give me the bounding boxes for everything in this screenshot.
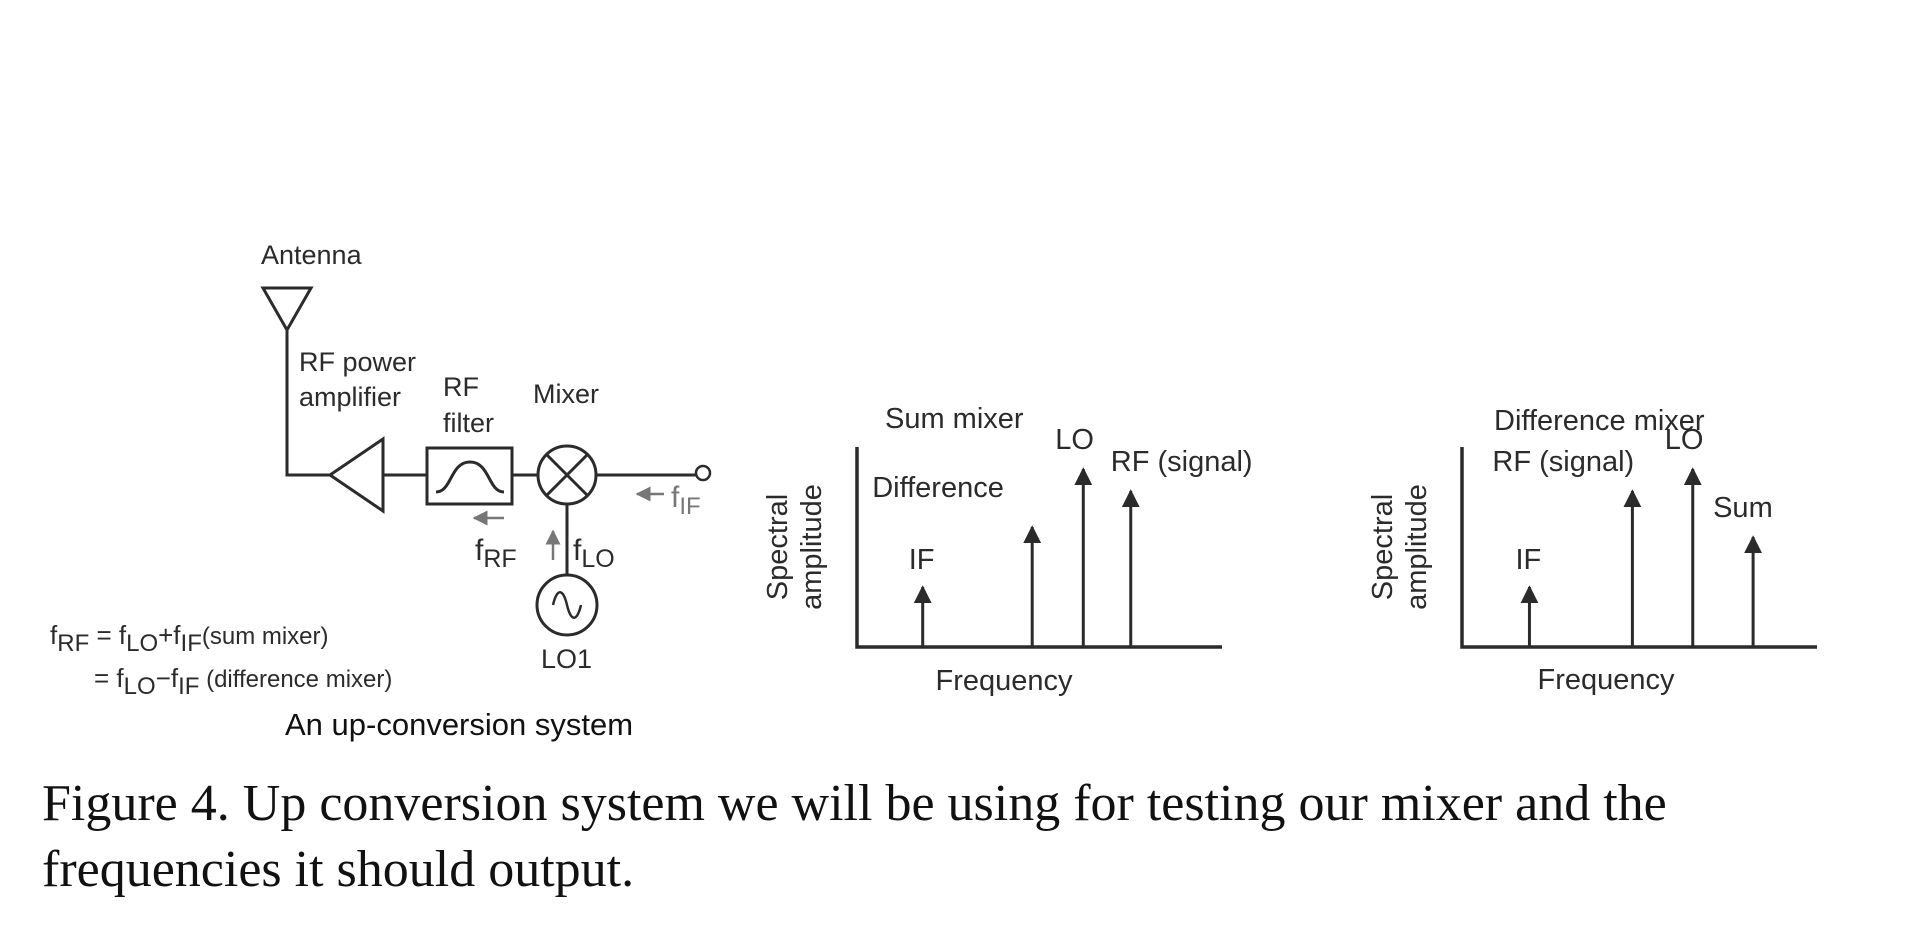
amplifier-label-line2: amplifier [299, 382, 401, 412]
difference-y-axis-label-1: Spectral [1367, 494, 1399, 600]
f-lo-label: fLO [573, 534, 615, 573]
difference-rf-signal-line-label: RF (signal) [1492, 446, 1634, 478]
system-title: An up-conversion system [285, 707, 633, 742]
formula-line-1: fRF = fLO+fIF(sum mixer) [50, 620, 329, 657]
lo1-label: LO1 [541, 644, 592, 674]
difference-x-axis-label: Frequency [1537, 664, 1675, 696]
if-input-terminal [694, 464, 712, 482]
difference-lo-line-label: LO [1665, 424, 1704, 456]
f-if-label: fIF [671, 481, 701, 520]
block-diagram-labels: Antenna RF power amplifier RF filter Mix… [50, 240, 701, 742]
difference-sum-line-label: Sum [1713, 492, 1773, 524]
antenna-feed-line [285, 330, 330, 477]
figure-caption: Figure 4. Up conversion system we will b… [42, 775, 1667, 898]
lo1-oscillator-symbol [535, 573, 599, 637]
up-conversion-block-diagram [260, 286, 712, 637]
amplifier-label-line1: RF power [299, 347, 416, 377]
f-rf-label: fRF [475, 534, 517, 573]
rf-filter-box [425, 446, 514, 506]
sum-chart-title: Sum mixer [885, 403, 1024, 435]
antenna-symbol [260, 286, 314, 334]
difference-if-line-label: IF [1515, 544, 1541, 576]
bandpass-curve [435, 460, 505, 494]
difference-chart-title: Difference mixer [1494, 405, 1705, 437]
sum-axes [855, 447, 1222, 649]
sum-x-axis-label: Frequency [935, 665, 1073, 697]
sum-difference-line-label: Difference [872, 472, 1004, 504]
sum-rf-signal-line-label: RF (signal) [1111, 446, 1253, 478]
mixer-cross-b [545, 453, 589, 497]
difference-axes [1460, 447, 1817, 649]
sum-y-axis-label-1: Spectral [762, 494, 794, 600]
signal-arrows [472, 486, 664, 560]
mixer-label: Mixer [533, 379, 599, 409]
rf-filter-label-line2: filter [443, 408, 494, 438]
sum-lo-line-label: LO [1055, 424, 1094, 456]
sine-wave-icon [551, 591, 583, 619]
sum-if-line-label: IF [909, 544, 935, 576]
antenna-label: Antenna [261, 240, 363, 270]
rf-filter-label-line1: RF [443, 372, 479, 402]
formula-line-2: = fLO−fIF (difference mixer) [94, 663, 392, 700]
rf-power-amplifier-symbol [327, 436, 385, 514]
difference-y-axis-label-2: amplitude [1401, 484, 1433, 610]
sum-y-axis-label-2: amplitude [796, 484, 828, 610]
